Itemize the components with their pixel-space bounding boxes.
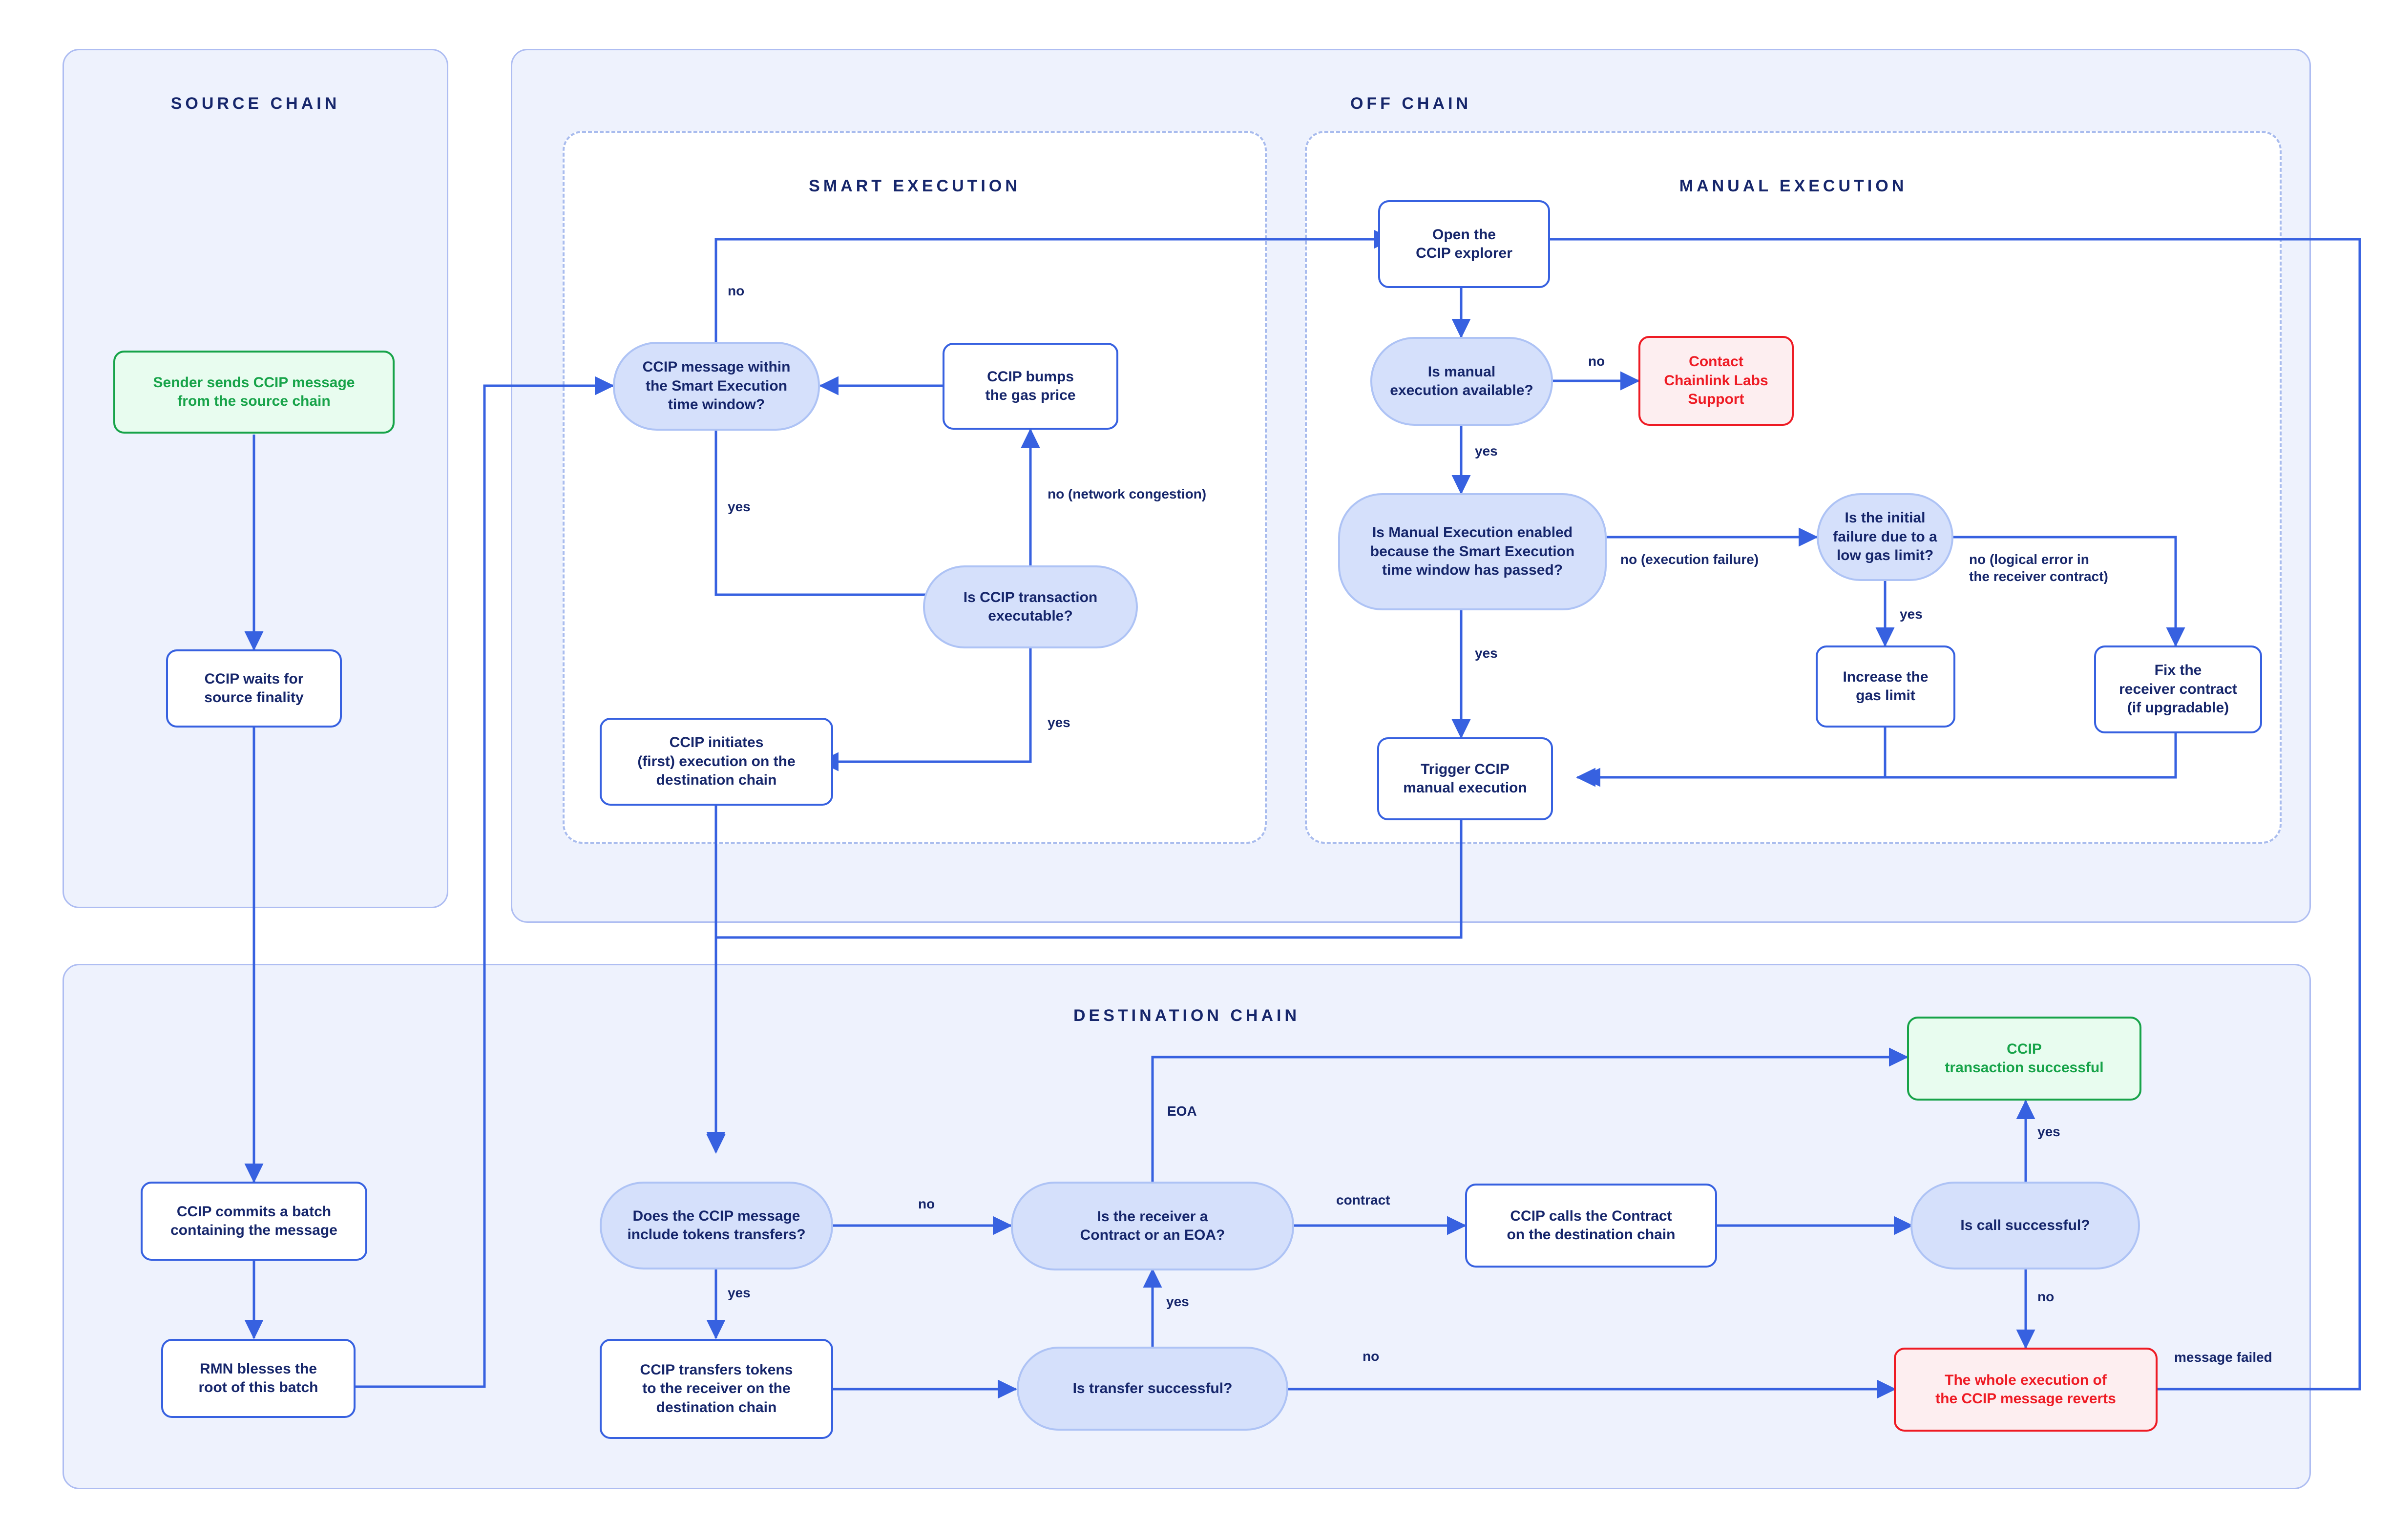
- edge-label-low-gas-yes: yes: [1900, 606, 1923, 622]
- edge-label-receiver-contract: contract: [1336, 1192, 1390, 1207]
- panel-title-source-chain: SOURCE CHAIN: [170, 94, 340, 113]
- panel-title-off-chain: OFF CHAIN: [1350, 94, 1472, 113]
- edge-label-executable-yes: yes: [1048, 715, 1070, 730]
- edge-label-executable-no: no (network congestion): [1048, 486, 1207, 501]
- edge-label-manual-available-yes: yes: [1475, 443, 1498, 458]
- node-is-call-successful[interactable]: Is call successful?: [1910, 1182, 2140, 1269]
- panel-title-destination-chain: DESTINATION CHAIN: [1073, 1006, 1300, 1025]
- edge-label-tokens-yes: yes: [728, 1285, 751, 1300]
- edge-label-call-yes: yes: [2037, 1124, 2060, 1139]
- edge-label-transfer-yes: yes: [1166, 1294, 1189, 1309]
- panel-title-smart-execution: SMART EXECUTION: [809, 177, 1021, 195]
- edge-label-tokens-no: no: [918, 1196, 935, 1211]
- panel-title-manual-execution: MANUAL EXECUTION: [1679, 177, 1908, 195]
- edge-label-manual-available-no: no: [1588, 354, 1605, 369]
- edge-label-message-failed: message failed: [2174, 1350, 2272, 1365]
- edge-label-call-no: no: [2037, 1289, 2055, 1304]
- node-is-transfer-successful[interactable]: Is transfer successful?: [1017, 1347, 1288, 1431]
- edge-label-transfer-no: no: [1363, 1349, 1380, 1364]
- edge-label-window-no: no: [728, 283, 745, 298]
- edge-label-manual-enabled-no: no (execution failure): [1620, 552, 1759, 567]
- edge-label-window-yes: yes: [728, 499, 751, 514]
- edge-label-receiver-eoa: EOA: [1167, 1103, 1197, 1119]
- panel-source-chain: SOURCE CHAIN: [63, 49, 448, 908]
- edge-label-manual-enabled-yes: yes: [1475, 645, 1498, 661]
